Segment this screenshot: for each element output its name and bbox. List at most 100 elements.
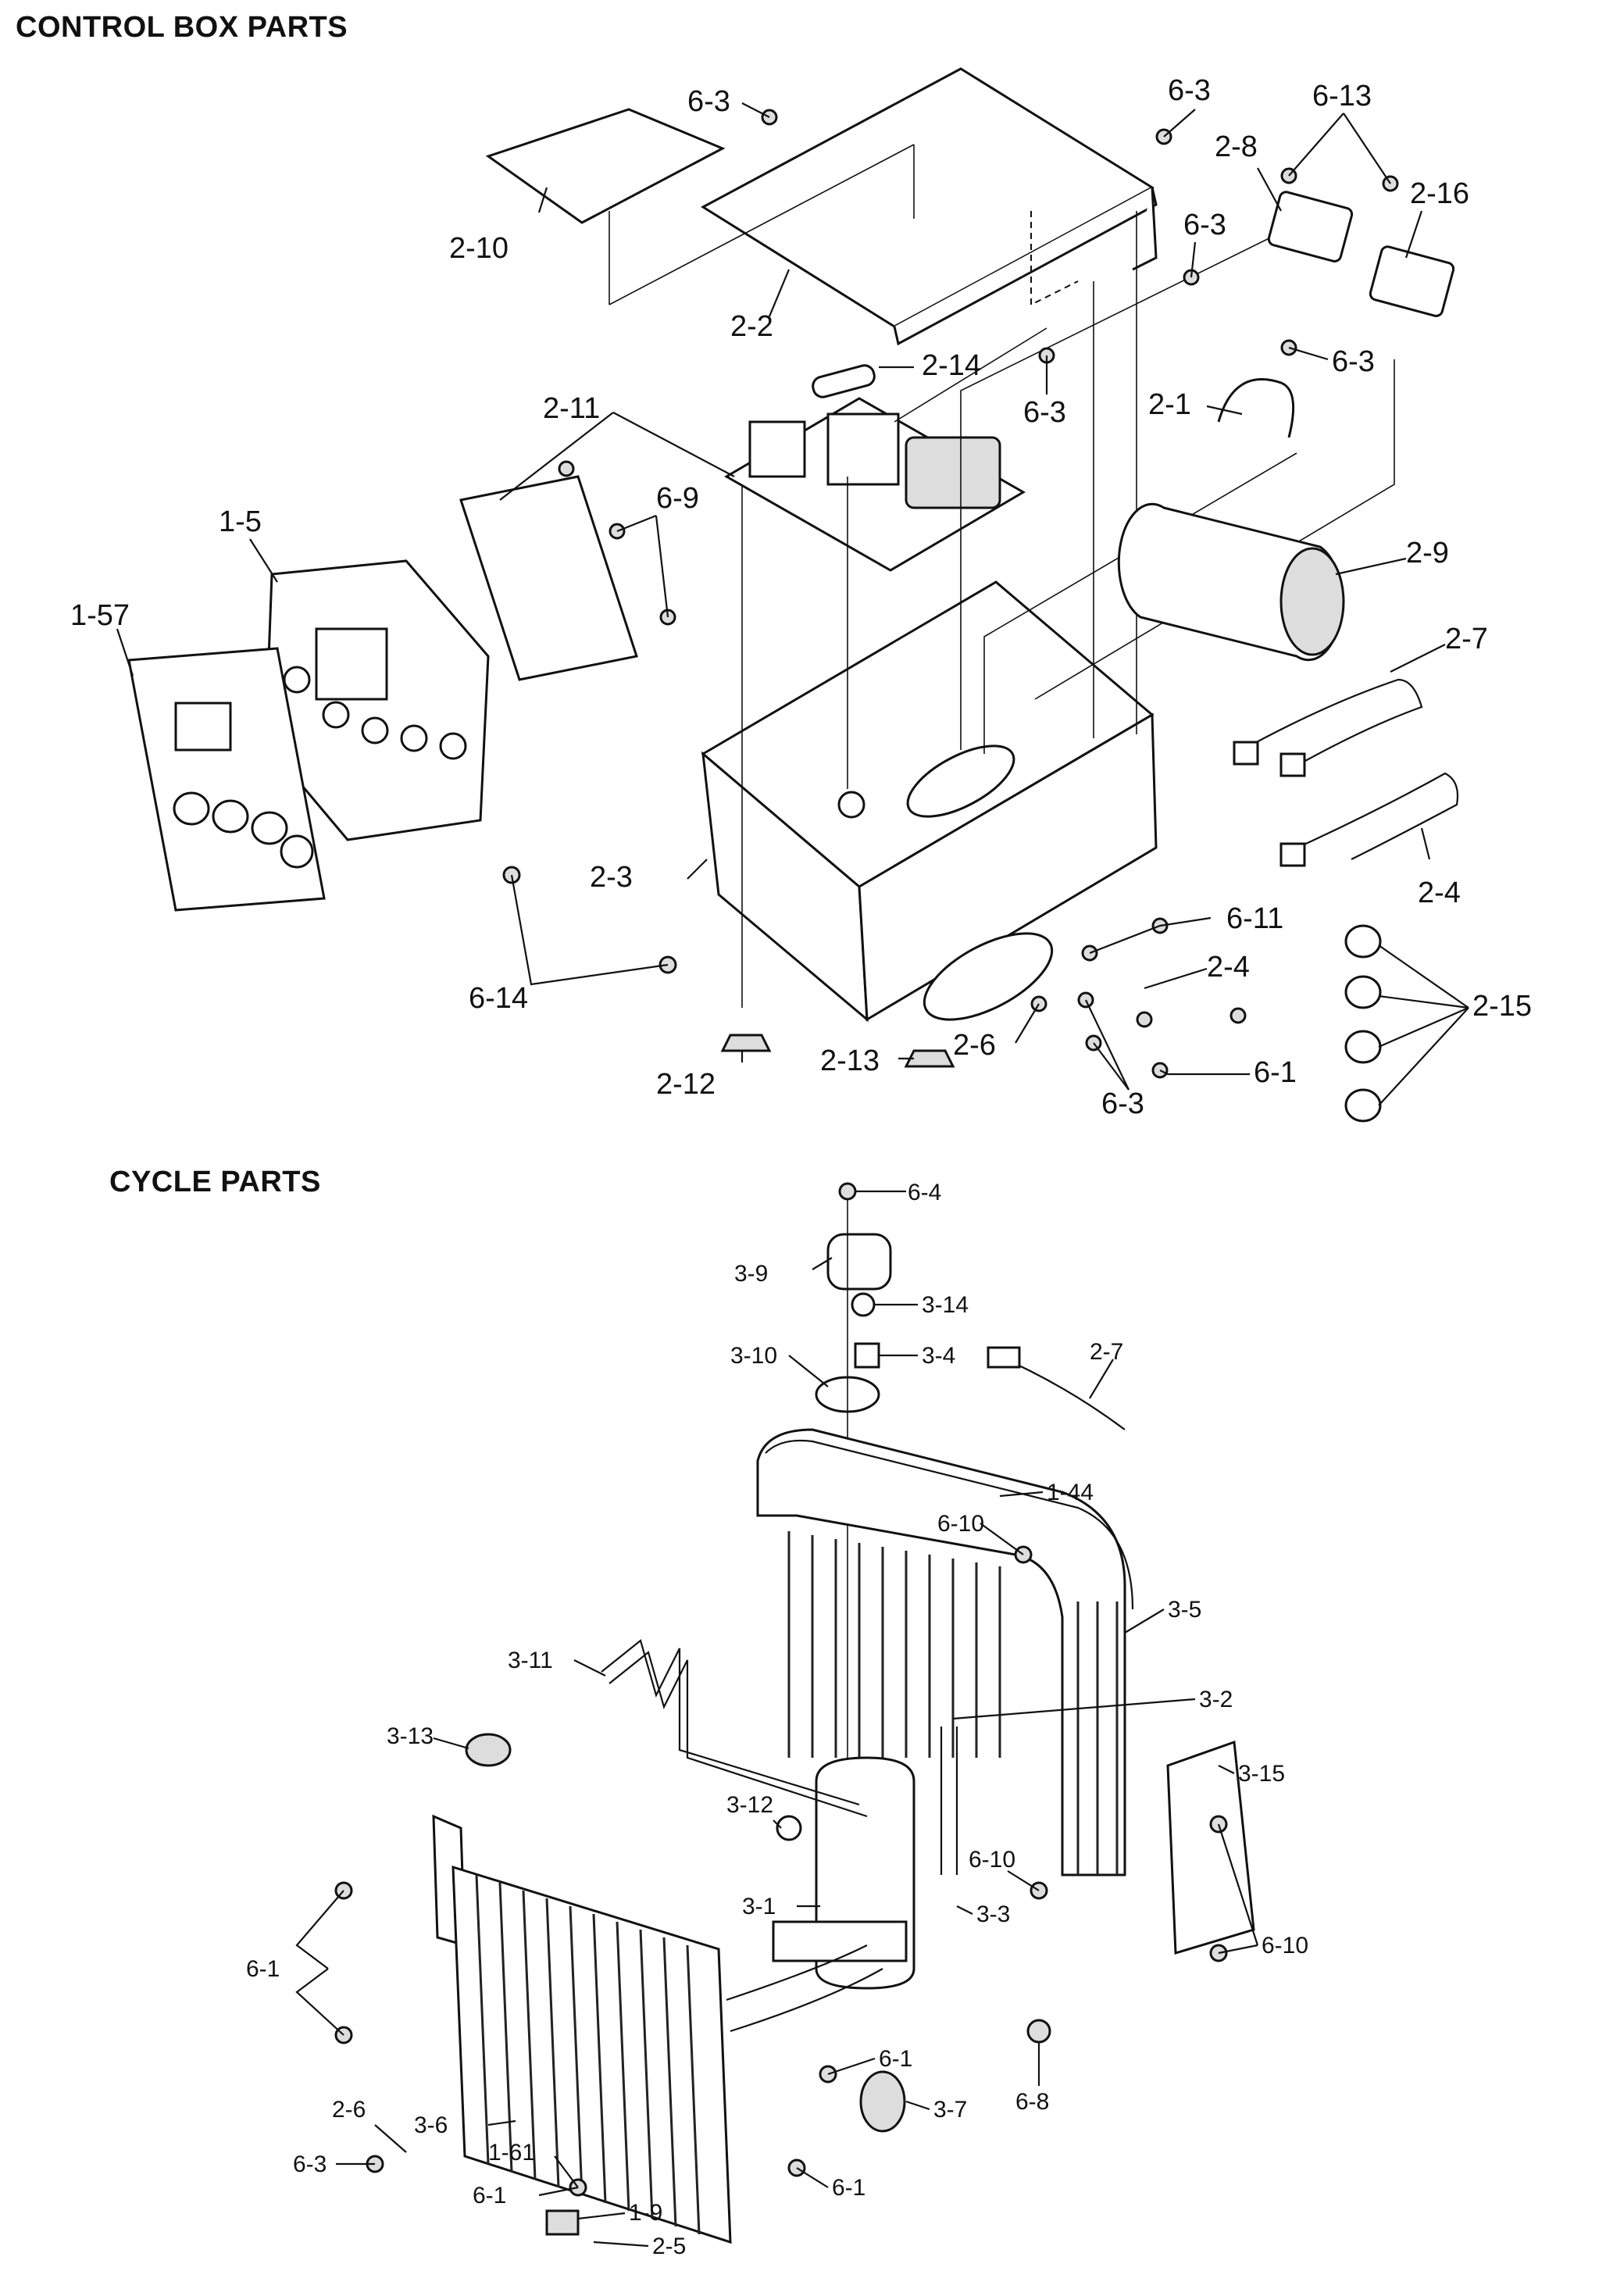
callout-label: 6-3 (1332, 345, 1375, 378)
button-hole (361, 716, 389, 745)
leader (1089, 1359, 1114, 1399)
callout-label: 6-1 (1254, 1056, 1297, 1089)
part-2-12-bushing (720, 1034, 772, 1052)
label-window (174, 702, 232, 752)
callout-label: 3-9 (734, 1261, 768, 1287)
button-hole (283, 666, 311, 694)
leader (499, 412, 614, 501)
callout-label: 6-9 (656, 482, 699, 515)
assembly-line (960, 230, 1286, 750)
button-hole (439, 732, 467, 760)
callout-label: 2-2 (730, 310, 773, 343)
callout-label: 2-6 (953, 1029, 996, 1062)
callout-label: 6-11 (1226, 902, 1283, 935)
leader (1217, 1823, 1259, 1946)
harness-connector (987, 1346, 1021, 1369)
harness-connector (1279, 752, 1306, 777)
callout-label: 3-6 (414, 2112, 448, 2138)
leader (687, 859, 708, 880)
callout-label: 3-4 (922, 1343, 955, 1369)
leader (1190, 241, 1197, 278)
callout-label: 6-3 (293, 2151, 327, 2177)
leader (295, 1890, 344, 1969)
leader (773, 1819, 782, 1829)
callout-label: 1-5 (219, 505, 262, 538)
leader (1343, 112, 1391, 184)
leader (1288, 112, 1344, 177)
callout-label: 6-1 (246, 1956, 280, 1982)
part-1-44-cover-strip (765, 1439, 1134, 1610)
callout-label: 2-4 (1418, 877, 1461, 909)
part-2-4-wire-harness (1288, 772, 1459, 860)
callout-label: 3-3 (976, 1901, 1010, 1927)
callout-label: 1-44 (1047, 1480, 1094, 1505)
part-2-3-box-side (858, 712, 1158, 1022)
leader (1335, 557, 1407, 576)
callout-label: 3-12 (726, 1792, 773, 1818)
part-3-5-evaporator-coil (756, 1428, 1126, 1876)
leader (655, 515, 669, 618)
control-box-labels: 6-3 6-3 6-13 2-8 2-16 6-3 2-10 2-2 2-14 … (70, 74, 1532, 1120)
callout-label: 2-14 (922, 349, 981, 382)
callout-label: 6-10 (1262, 1933, 1308, 1959)
callout-label: 3-1 (742, 1894, 776, 1919)
callout-label: 2-7 (1090, 1339, 1123, 1365)
section-title-control-box: CONTROL BOX PARTS (16, 11, 348, 44)
leader (1159, 1069, 1250, 1076)
part-3-4 (854, 1342, 880, 1369)
leader (1378, 1007, 1469, 1106)
callout-label: 6-4 (908, 1180, 941, 1205)
capacitor-terminal-end (1279, 547, 1345, 656)
label-button (212, 799, 249, 834)
part-2-1-capacitor-band (1217, 378, 1295, 438)
leader (616, 514, 657, 533)
part-3-15-plate (1166, 1740, 1255, 1955)
compressor-base (772, 1920, 908, 1962)
leader (573, 1659, 606, 1676)
leader (827, 2057, 876, 2076)
callout-label: 6-13 (1312, 80, 1372, 112)
callout-label: 6-1 (832, 2175, 865, 2201)
button-hole (322, 701, 350, 729)
callout-label: 3-7 (933, 2097, 967, 2123)
callout-label: 2-15 (1472, 990, 1532, 1023)
harness-connector (1279, 842, 1306, 867)
box-opening (906, 745, 1015, 818)
screw-icon (1136, 1011, 1153, 1028)
box-opening (923, 932, 1054, 1021)
part-2-15-clamp (1344, 1088, 1382, 1123)
button-hole (400, 724, 428, 752)
leader (1378, 994, 1469, 1009)
callout-label: 2-10 (449, 232, 509, 265)
leader (537, 187, 548, 213)
callout-label: 1-57 (70, 599, 130, 632)
leader (295, 1968, 344, 2036)
leader (487, 2119, 516, 2126)
part-3-7-grommet (859, 2070, 906, 2133)
callout-label: 2-12 (656, 1068, 716, 1101)
cycle-drawing (295, 1182, 1259, 2248)
leader (1007, 1870, 1040, 1891)
part-2-10-sheet (485, 108, 726, 224)
part-3-13-cap (465, 1733, 512, 1767)
callout-label: 2-1 (1148, 388, 1191, 421)
hidden-line (1030, 211, 1079, 306)
part-3-11-capillary (608, 1651, 868, 1818)
callout-label: 2-3 (590, 861, 633, 894)
part-2-7-wire-harness (1241, 678, 1423, 766)
leader (796, 2167, 829, 2188)
part-2-15-clamp (1344, 975, 1382, 1009)
callout-label: 1-61 (488, 2140, 535, 2166)
callout-label: 6-14 (469, 982, 528, 1015)
callout-label: 2-5 (652, 2234, 686, 2259)
callout-label: 6-1 (879, 2046, 912, 2072)
part-6-9-display-pcb (459, 475, 638, 681)
leader (1390, 644, 1446, 673)
display-window (315, 627, 388, 701)
part-2-15-clamp (1344, 924, 1382, 959)
part-6-8 (1026, 2019, 1051, 2044)
leader (980, 1523, 1024, 1555)
assembly-line (1034, 359, 1395, 700)
callout-label: 6-3 (687, 85, 730, 118)
part-2-13-bushing (904, 1049, 955, 1068)
